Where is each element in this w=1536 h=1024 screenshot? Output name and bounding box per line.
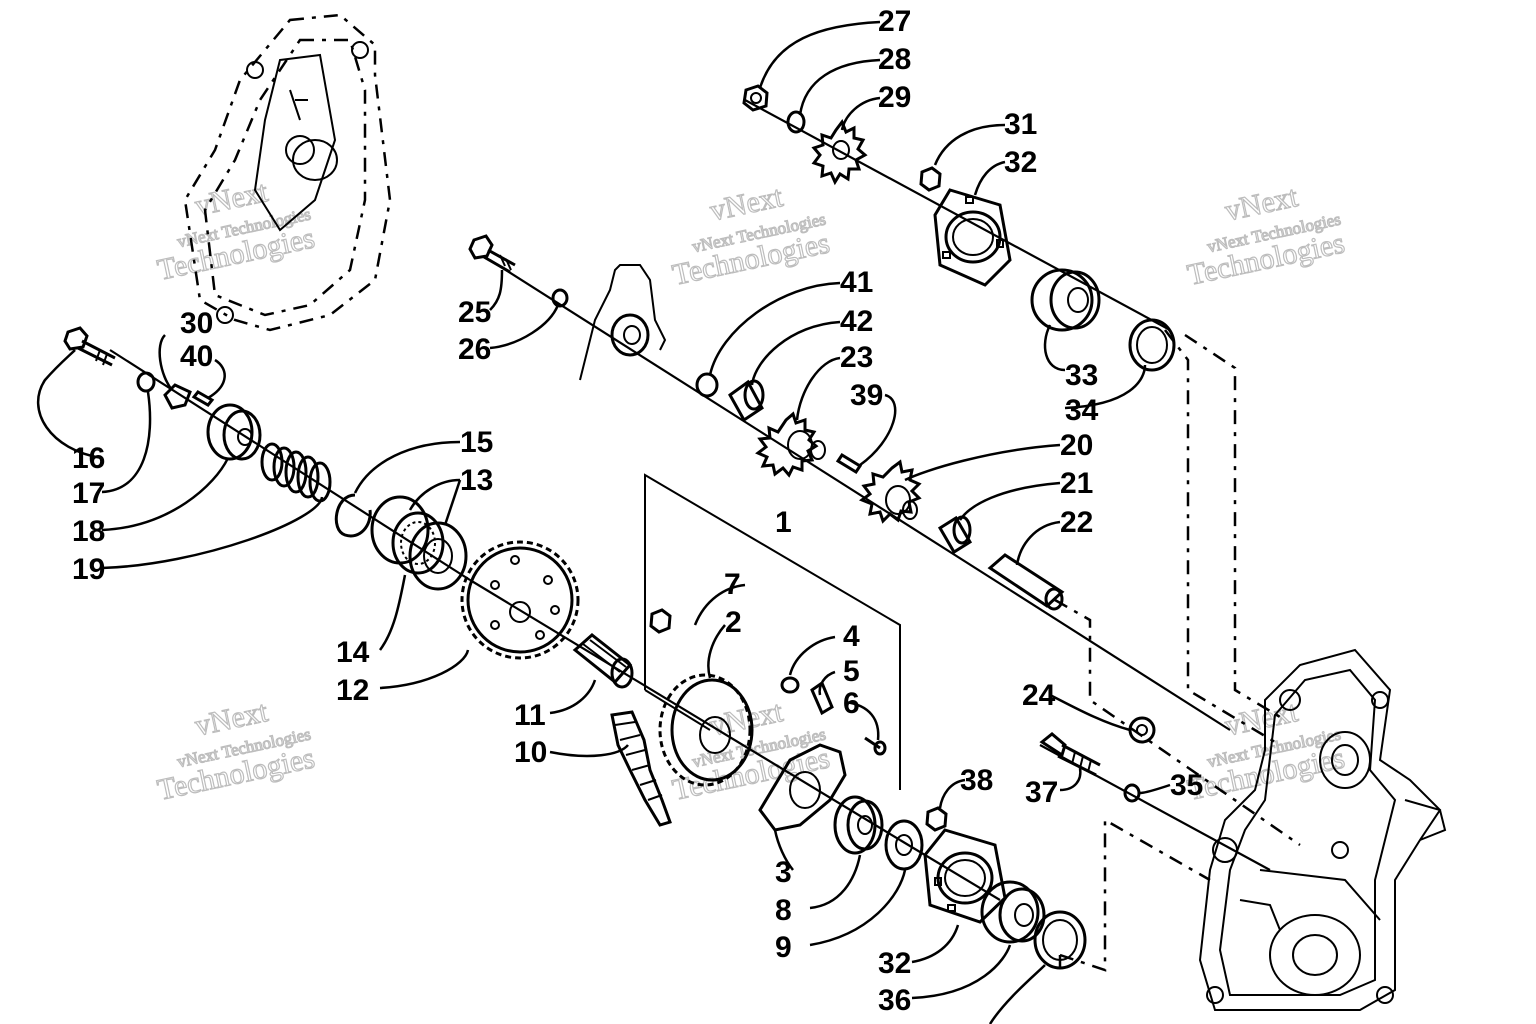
- part-28-lock-washer: [786, 110, 806, 134]
- callout-8: 8: [775, 894, 792, 927]
- mount-bracket: [579, 264, 667, 381]
- part-29-sprocket: [811, 118, 868, 186]
- callout-41: 41: [840, 266, 873, 299]
- callout-36: 36: [878, 984, 911, 1017]
- part-6-screw: [864, 736, 887, 756]
- callout-4: 4: [843, 620, 860, 653]
- callout-2: 2: [725, 606, 742, 639]
- part-16-bolt: [63, 326, 116, 367]
- part-23-sprocket: [755, 411, 826, 478]
- part-11-pinion: [572, 633, 634, 689]
- leader-lines: [36, 20, 1171, 1024]
- callout-37: 37: [1025, 776, 1058, 809]
- callout-14: 14: [336, 636, 370, 669]
- callout-5: 5: [843, 655, 860, 688]
- callout-20: 20: [1060, 429, 1093, 462]
- callout-24: 24: [1022, 679, 1056, 712]
- callout-23: 23: [840, 341, 873, 374]
- callout-28: 28: [878, 43, 911, 76]
- watermark-2: vNext vNext Technologies Technologies: [669, 179, 833, 292]
- callout-21: 21: [1060, 467, 1093, 500]
- part-26-washer: [551, 288, 569, 308]
- callout-42: 42: [840, 305, 873, 338]
- callout-3: 3: [775, 856, 792, 889]
- callout-17: 17: [72, 477, 105, 510]
- callout-13: 13: [460, 464, 493, 497]
- part-10-chain: [610, 710, 672, 827]
- part-15-snap-ring: [334, 493, 372, 538]
- callout-27: 27: [878, 5, 911, 38]
- callout-15: 15: [460, 426, 493, 459]
- callout-26: 26: [458, 333, 491, 366]
- part-36-seal: [1033, 910, 1087, 970]
- callout-11: 11: [514, 699, 546, 732]
- part-27-nut: [742, 84, 769, 112]
- callout-9: 9: [775, 931, 792, 964]
- part-9-washer: [884, 819, 924, 871]
- part-5-spring: [810, 680, 834, 716]
- callout-1: 1: [775, 506, 792, 539]
- part-17-washer: [136, 371, 156, 393]
- callout-6: 6: [843, 687, 860, 720]
- callout-35: 35: [1170, 769, 1203, 802]
- part-34-seal: [1128, 318, 1176, 372]
- callout-40: 40: [180, 340, 213, 373]
- part-38-nut: [925, 806, 948, 832]
- callout-33: 33: [1065, 359, 1098, 392]
- part-3-housing: [758, 743, 847, 832]
- callout-19: 19: [72, 553, 105, 586]
- part-4-plug: [780, 676, 800, 694]
- callout-29: 29: [878, 81, 911, 114]
- part-20-sprocket: [858, 459, 922, 524]
- part-19-spring: [260, 442, 332, 503]
- callout-25: 25: [458, 296, 491, 329]
- part-22-spacer-tube: [987, 553, 1065, 611]
- callout-34: 34: [1065, 394, 1099, 427]
- callout-18: 18: [72, 515, 105, 548]
- callout-30: 30: [180, 307, 213, 340]
- part-32-flange-plate-lower: [923, 828, 1007, 924]
- callout-32-upper: 32: [1004, 146, 1037, 179]
- callout-39: 39: [850, 379, 883, 412]
- assembly-brackets: [1054, 329, 1301, 972]
- part-25-bolt: [468, 234, 516, 274]
- callout-22: 22: [1060, 506, 1093, 539]
- part-36-bearing: [980, 880, 1046, 944]
- watermark-3: vNext vNext Technologies Technologies: [1184, 179, 1348, 292]
- part-30-lock-tab: [163, 383, 192, 410]
- part-7-nut: [649, 608, 672, 634]
- part-32-flange-plate-upper: [933, 188, 1012, 287]
- part-18-spring-cup: [206, 403, 262, 461]
- part-37-stud: [1039, 732, 1101, 777]
- callout-16: 16: [72, 442, 105, 475]
- watermark-1: vNext vNext Technologies Technologies: [154, 174, 318, 287]
- callout-32-lower: 32: [878, 947, 911, 980]
- part-12-gear-large: [460, 540, 580, 660]
- callout-7: 7: [724, 568, 741, 601]
- callout-10: 10: [514, 736, 547, 769]
- part-35-washer: [1123, 783, 1141, 803]
- part-2-driven-gear: [658, 673, 754, 787]
- part-39-pin: [835, 452, 863, 475]
- chaincase-cover-outline: [183, 13, 392, 332]
- callouts: 27 28 29 31 32 33 34 25 26 41 42 23 39 2…: [72, 5, 1203, 1017]
- part-31-nut: [919, 166, 942, 192]
- callout-31: 31: [1004, 108, 1037, 141]
- part-13-thrust-washer: [370, 495, 468, 591]
- part-8-bearing: [833, 795, 884, 855]
- watermark-4: vNext vNext Technologies Technologies: [154, 694, 318, 807]
- callout-12: 12: [336, 674, 369, 707]
- gearcase-housing: [1198, 648, 1447, 1011]
- part-14-thrust-bearing: [391, 511, 445, 575]
- part-41-washer: [695, 372, 719, 398]
- part-21-needle-bearing: [937, 515, 973, 555]
- part-33-bearing: [1030, 268, 1101, 332]
- assembly-1-outline: [644, 473, 901, 790]
- callout-38: 38: [960, 764, 993, 797]
- part-40-pin: [191, 390, 215, 407]
